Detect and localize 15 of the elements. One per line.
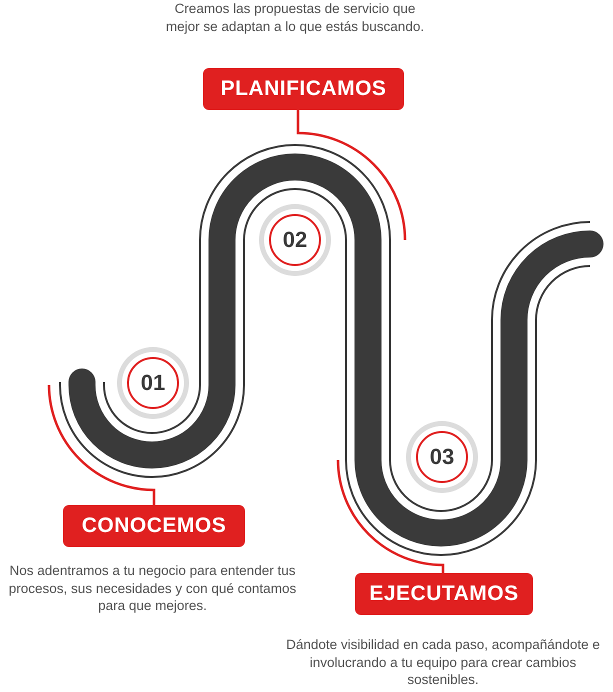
step-title: EJECUTAMOS bbox=[369, 582, 519, 606]
step-title-box bbox=[203, 68, 404, 110]
step-title: CONOCEMOS bbox=[82, 514, 226, 538]
step-description: Creamos las propuestas de servicio que mejor se adaptan a lo que estás buscando. bbox=[164, 0, 426, 36]
leader-line bbox=[296, 110, 406, 240]
leader-line bbox=[48, 384, 156, 505]
step-number: 02 bbox=[282, 227, 308, 253]
step-description: Nos adentramos a tu negocio para entender tus procesos, sus necesidades y con qué contamos para que mejores. bbox=[8, 562, 298, 615]
step-description: Dándote visibilidad en cada paso, acompañándote e involucrando a tu equipo para crear cambios sostenibles. bbox=[285, 636, 601, 689]
leader-line bbox=[336, 460, 444, 573]
step-title: PLANIFICAMOS bbox=[220, 77, 386, 101]
step-number: 01 bbox=[140, 370, 166, 396]
step-title-box bbox=[63, 505, 245, 547]
step-title-box bbox=[355, 573, 533, 615]
step-number: 03 bbox=[430, 444, 454, 470]
